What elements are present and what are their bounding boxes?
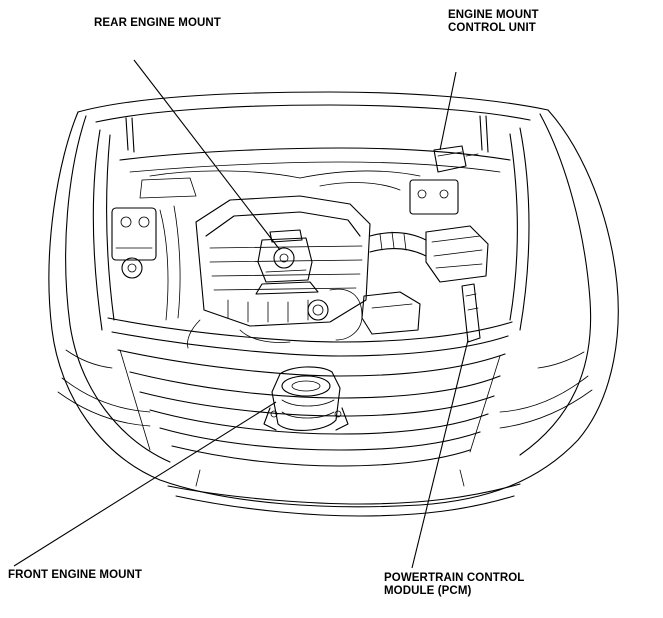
front-engine-mount-label: FRONT ENGINE MOUNT: [8, 569, 142, 582]
leader-rear-engine-mount: [133, 59, 281, 251]
front-fascia: [57, 317, 593, 517]
pcm-label-line1: POWERTRAIN CONTROL: [384, 572, 525, 584]
engine-mount-control-unit: [433, 145, 479, 173]
rear-engine-mount-label-text: REAR ENGINE MOUNT: [94, 17, 221, 29]
leader-engine-mount-control-unit: [439, 71, 457, 151]
engine-mount-control-unit-label: ENGINE MOUNT CONTROL UNIT: [448, 9, 539, 35]
pcm-label: POWERTRAIN CONTROL MODULE (PCM): [384, 572, 524, 598]
engine-mount-control-unit-label-line1: ENGINE MOUNT: [448, 9, 539, 21]
engine-block: [111, 170, 489, 349]
leader-pcm: [411, 339, 469, 569]
engine-mount-control-unit-label-line2: CONTROL UNIT: [448, 22, 536, 34]
front-engine-mount: [263, 366, 349, 431]
leader-front-engine-mount: [13, 401, 277, 567]
leader-lines: [13, 59, 469, 569]
car-body: [48, 91, 619, 508]
front-engine-mount-label-text: FRONT ENGINE MOUNT: [8, 569, 143, 581]
powertrain-control-module: [461, 283, 481, 343]
pcm-label-line2: MODULE (PCM): [384, 585, 472, 597]
rear-engine-mount: [255, 229, 319, 295]
rear-engine-mount-label: REAR ENGINE MOUNT: [94, 17, 221, 30]
